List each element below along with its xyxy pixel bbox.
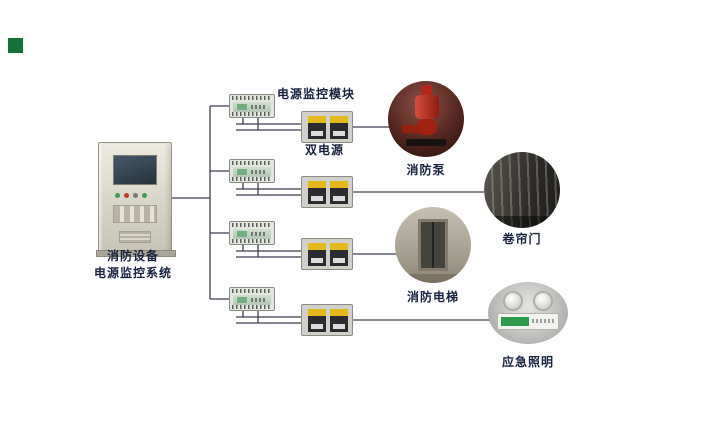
- pump-outlet-icon: [402, 125, 420, 133]
- cabinet-base: [96, 250, 176, 257]
- cabinet-display-screen: [113, 155, 157, 185]
- ats-unit: [330, 116, 348, 139]
- module-markings: [251, 232, 267, 236]
- system-title-line1: 消防设备: [106, 249, 160, 263]
- dual-power-switch-1: [301, 111, 353, 143]
- system-title-line2: 电源监控系统: [93, 266, 173, 280]
- module-markings: [251, 105, 267, 109]
- cabinet-indicator-lights: [115, 193, 157, 199]
- power-monitor-module-1: [229, 94, 275, 118]
- dual-power-switch-2: [301, 176, 353, 208]
- fire-elevator-label: 消防电梯: [406, 290, 460, 304]
- ats-unit: [308, 243, 326, 266]
- emergency-light-label: 应急照明: [501, 355, 555, 369]
- dual-power-switch-4: [301, 304, 353, 336]
- module-led: [237, 169, 247, 175]
- emergency-lamp-icon: [503, 291, 523, 311]
- indicator-red: [124, 193, 129, 198]
- roller-door-label: 卷帘门: [502, 232, 542, 246]
- module-face: [233, 167, 271, 177]
- emergency-lamp-icon: [533, 291, 553, 311]
- elevator-door-icon: [418, 219, 448, 271]
- emergency-light-markings: [532, 319, 554, 323]
- pump-motor-icon: [415, 95, 439, 119]
- power-monitor-module-2: [229, 159, 275, 183]
- indicator-green: [115, 193, 120, 198]
- ats-unit: [330, 243, 348, 266]
- fire-pump-photo: [388, 81, 464, 157]
- module-led: [237, 231, 247, 237]
- module-markings: [251, 170, 267, 174]
- dual-power-switch-3: [301, 238, 353, 270]
- power-monitor-module-4: [229, 287, 275, 311]
- ats-unit: [308, 116, 326, 139]
- pump-volute-icon: [417, 119, 437, 135]
- elevator-floor: [395, 274, 471, 283]
- ats-unit: [308, 181, 326, 204]
- ats-unit: [330, 309, 348, 332]
- cabinet-keypad: [113, 205, 157, 223]
- module-led: [237, 104, 247, 110]
- emergency-light-body: [497, 313, 559, 330]
- fire-elevator-photo: [395, 207, 471, 283]
- emergency-light-green-label: [501, 317, 529, 326]
- module-led: [237, 297, 247, 303]
- system-title: 消防设备 电源监控系统: [94, 248, 172, 282]
- module-face: [233, 295, 271, 305]
- green-accent-square: [8, 38, 23, 53]
- indicator-green-2: [142, 193, 147, 198]
- module-face: [233, 102, 271, 112]
- pump-base-icon: [406, 139, 446, 146]
- power-monitor-module-3: [229, 221, 275, 245]
- emergency-light-photo: [488, 282, 568, 344]
- cabinet-vent: [119, 231, 151, 243]
- ats-unit: [308, 309, 326, 332]
- module-label: 电源监控模块: [277, 87, 356, 101]
- elevator-door-split: [432, 222, 434, 268]
- module-markings: [251, 298, 267, 302]
- ats-unit: [330, 181, 348, 204]
- monitoring-cabinet: [96, 142, 176, 257]
- roller-door-bottom: [484, 216, 560, 228]
- dual-power-label: 双电源: [305, 143, 345, 157]
- fire-pump-label: 消防泵: [406, 163, 446, 177]
- module-face: [233, 229, 271, 239]
- roller-door-photo: [484, 152, 560, 228]
- indicator-gray: [133, 193, 138, 198]
